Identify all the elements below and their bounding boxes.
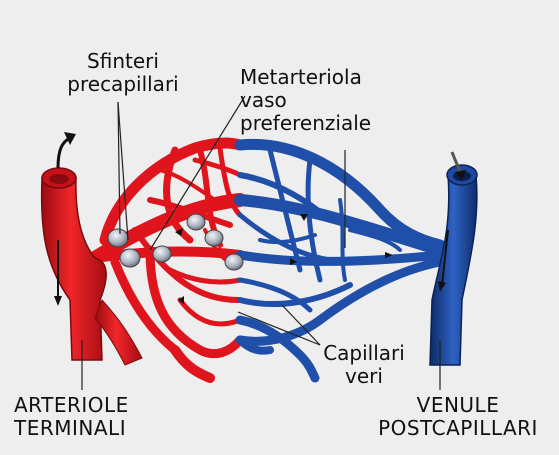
sphincter-icon: [108, 229, 128, 247]
sphincter-icon: [120, 249, 140, 267]
inflow-arrow-icon: [58, 132, 76, 168]
label-line: vaso: [240, 89, 371, 112]
label-line: preferenziale: [240, 112, 371, 135]
label-sfinteri-precapillari: Sfinteri precapillari: [58, 50, 188, 96]
label-line: POSTCAPILLARI: [360, 417, 556, 440]
label-venule-postcapillari: VENULE POSTCAPILLARI: [360, 394, 556, 440]
sphincter-icon: [205, 230, 223, 246]
label-line: veri: [318, 365, 410, 388]
sphincter-icon: [187, 214, 205, 230]
sphincter-icon: [225, 254, 243, 270]
label-capillari-veri: Capillari veri: [318, 342, 410, 388]
label-line: precapillari: [58, 73, 188, 96]
label-line: TERMINALI: [14, 417, 129, 440]
label-line: VENULE: [360, 394, 556, 417]
label-line: Capillari: [318, 342, 410, 365]
label-metarteriola: Metarteriola vaso preferenziale: [240, 66, 371, 135]
label-line: Sfinteri: [58, 50, 188, 73]
sphincter-icon: [153, 246, 171, 262]
label-arteriole-terminali: ARTERIOLE TERMINALI: [14, 394, 129, 440]
label-line: Metarteriola: [240, 66, 371, 89]
label-line: ARTERIOLE: [14, 394, 129, 417]
